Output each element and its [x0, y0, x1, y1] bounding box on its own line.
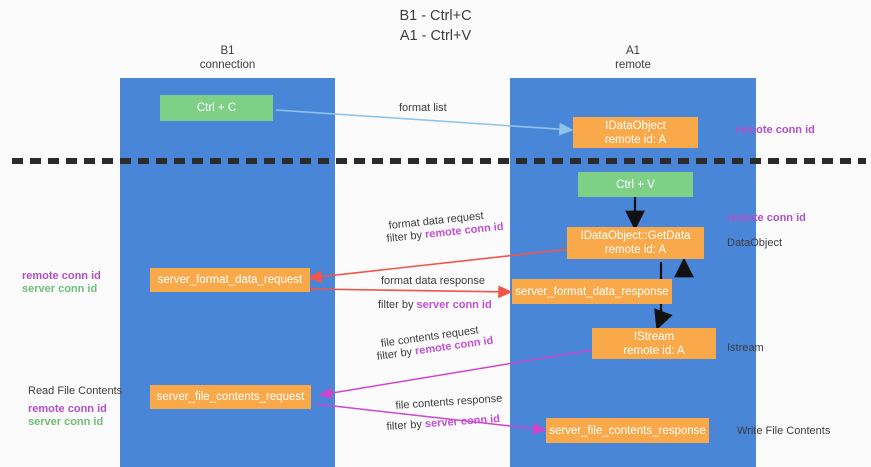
filter-key-server-conn-id: server conn id	[416, 299, 492, 311]
annotation-right-remote-conn-id-mid: remote conn id	[727, 212, 806, 224]
annotation-left-server-conn-id: server conn id	[22, 283, 98, 295]
edge-label-format-data-response: format data response	[381, 275, 485, 287]
edge-label-format-data-response-filter: filter by server conn id	[378, 298, 492, 313]
node-ctrl-c[interactable]: Ctrl + C	[160, 95, 273, 121]
edge-label-format-list: format list	[399, 102, 447, 114]
node-server-format-data-request[interactable]: server_format_data_request	[150, 268, 310, 292]
annotation-right-dataobject: DataObject	[727, 237, 783, 249]
node-idataobject-getdata[interactable]: IDataObject::GetData remote id: A	[567, 227, 704, 259]
node-ctrl-v[interactable]: Ctrl + V	[578, 172, 693, 197]
lane-header-b1: B1 connection	[199, 45, 256, 71]
edge-label-file-contents-response: file contents response	[395, 392, 503, 412]
annotation-right-write-file-contents: Write File Contents	[737, 425, 831, 437]
filter-prefix: filter by	[376, 345, 416, 363]
filter-prefix: filter by	[386, 418, 426, 433]
annotation-right-remote-conn-id-top: remote conn id	[736, 124, 815, 136]
lane-header-a1: A1 remote	[615, 45, 651, 71]
filter-key-server-conn-id: server conn id	[424, 413, 501, 431]
annotation-left-server-conn-id-2: server conn id	[28, 416, 104, 428]
annotation-left-read-file-contents: Read File Contents	[28, 385, 123, 397]
filter-prefix: filter by	[386, 228, 426, 245]
node-server-format-data-response[interactable]: server_format_data_response	[512, 279, 672, 304]
diagram-title: B1 - Ctrl+C A1 - Ctrl+V	[399, 8, 472, 44]
node-server-file-contents-response[interactable]: server_file_contents_response	[546, 418, 709, 443]
annotation-right-istream: Istream	[727, 342, 764, 354]
node-idataobject[interactable]: IDataObject remote id: A	[573, 117, 698, 148]
annotation-left-remote-conn-id: remote conn id	[22, 270, 101, 282]
edge-label-file-contents-response-filter: filter by server conn id	[386, 412, 500, 435]
node-server-file-contents-request[interactable]: server_file_contents_request	[150, 385, 311, 409]
node-istream[interactable]: IStream remote id: A	[592, 328, 716, 359]
annotation-left-remote-conn-id-2: remote conn id	[28, 403, 107, 415]
filter-prefix: filter by	[378, 299, 417, 311]
